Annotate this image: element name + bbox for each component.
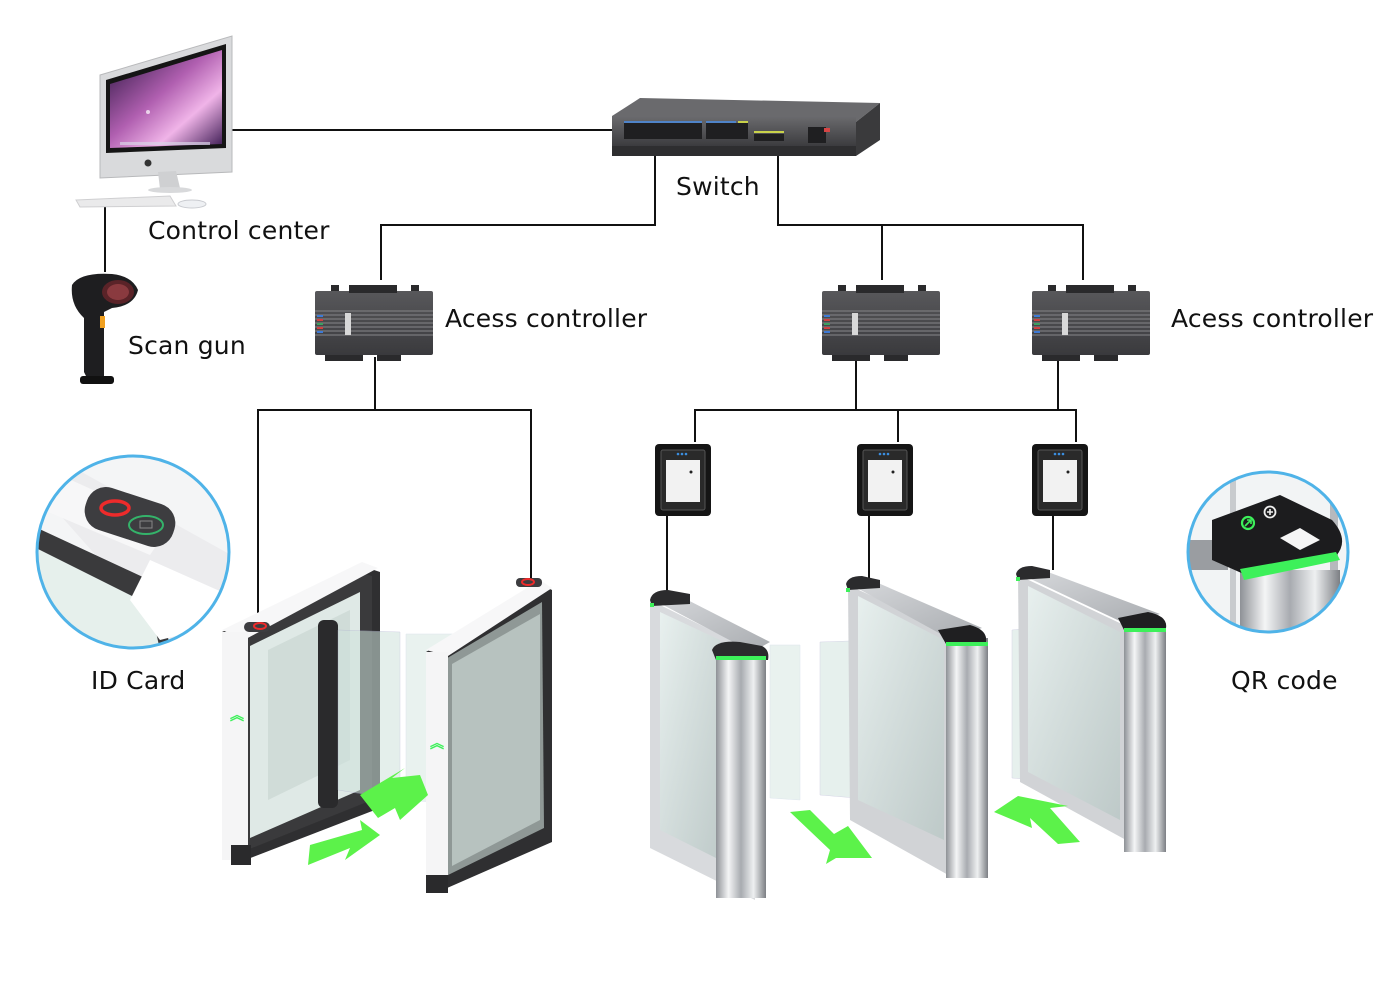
barcode-scanner-icon [71,273,138,384]
qr-reader-icon-1 [655,444,711,516]
id-card-detail-inset [35,454,231,650]
line-controller-reader-mid [856,409,1077,442]
label-access-controller-right: Acess controller [1171,304,1374,333]
chevron-up-icon: ︽ [430,736,444,752]
qr-reader-icon-2 [857,444,913,516]
chevron-up-icon: ︽ [230,708,244,724]
desktop-computer-icon [75,35,233,209]
access-controller-icon-3 [1032,285,1150,361]
qr-reader-icon-3 [1032,444,1088,516]
connection-lines [104,129,1084,625]
label-scan-gun: Scan gun [128,331,246,360]
steel-speed-gate-1 [650,590,801,900]
line-controller1-gates [257,357,376,625]
network-switch-icon [612,98,880,156]
line-switch-controllers-right [777,145,1084,280]
label-control-center: Control center [148,216,330,245]
floor-arrow-entry-icon [994,796,1080,844]
floor-arrow-exit-icon [360,768,428,820]
floor-arrow-exit-icon [790,810,872,864]
qr-code-detail-inset [1186,470,1350,634]
label-access-controller-left: Acess controller [445,304,648,333]
steel-speed-gate-2 [819,576,988,878]
access-controller-icon-1 [315,285,433,361]
floor-arrow-entry-icon [308,820,380,865]
label-id-card: ID Card [91,666,186,695]
white-swing-gate-left: ︽ [222,562,401,865]
line-switch-controller1 [380,145,656,280]
white-swing-gate-right: ︽ [405,578,552,893]
label-qr-code: QR code [1231,666,1338,695]
line-controller2-readers [694,357,857,442]
label-switch: Switch [676,172,760,201]
steel-speed-gate-3 [1011,566,1167,852]
access-controller-icon-2 [822,285,940,361]
line-controller1-gate-right [375,409,532,582]
